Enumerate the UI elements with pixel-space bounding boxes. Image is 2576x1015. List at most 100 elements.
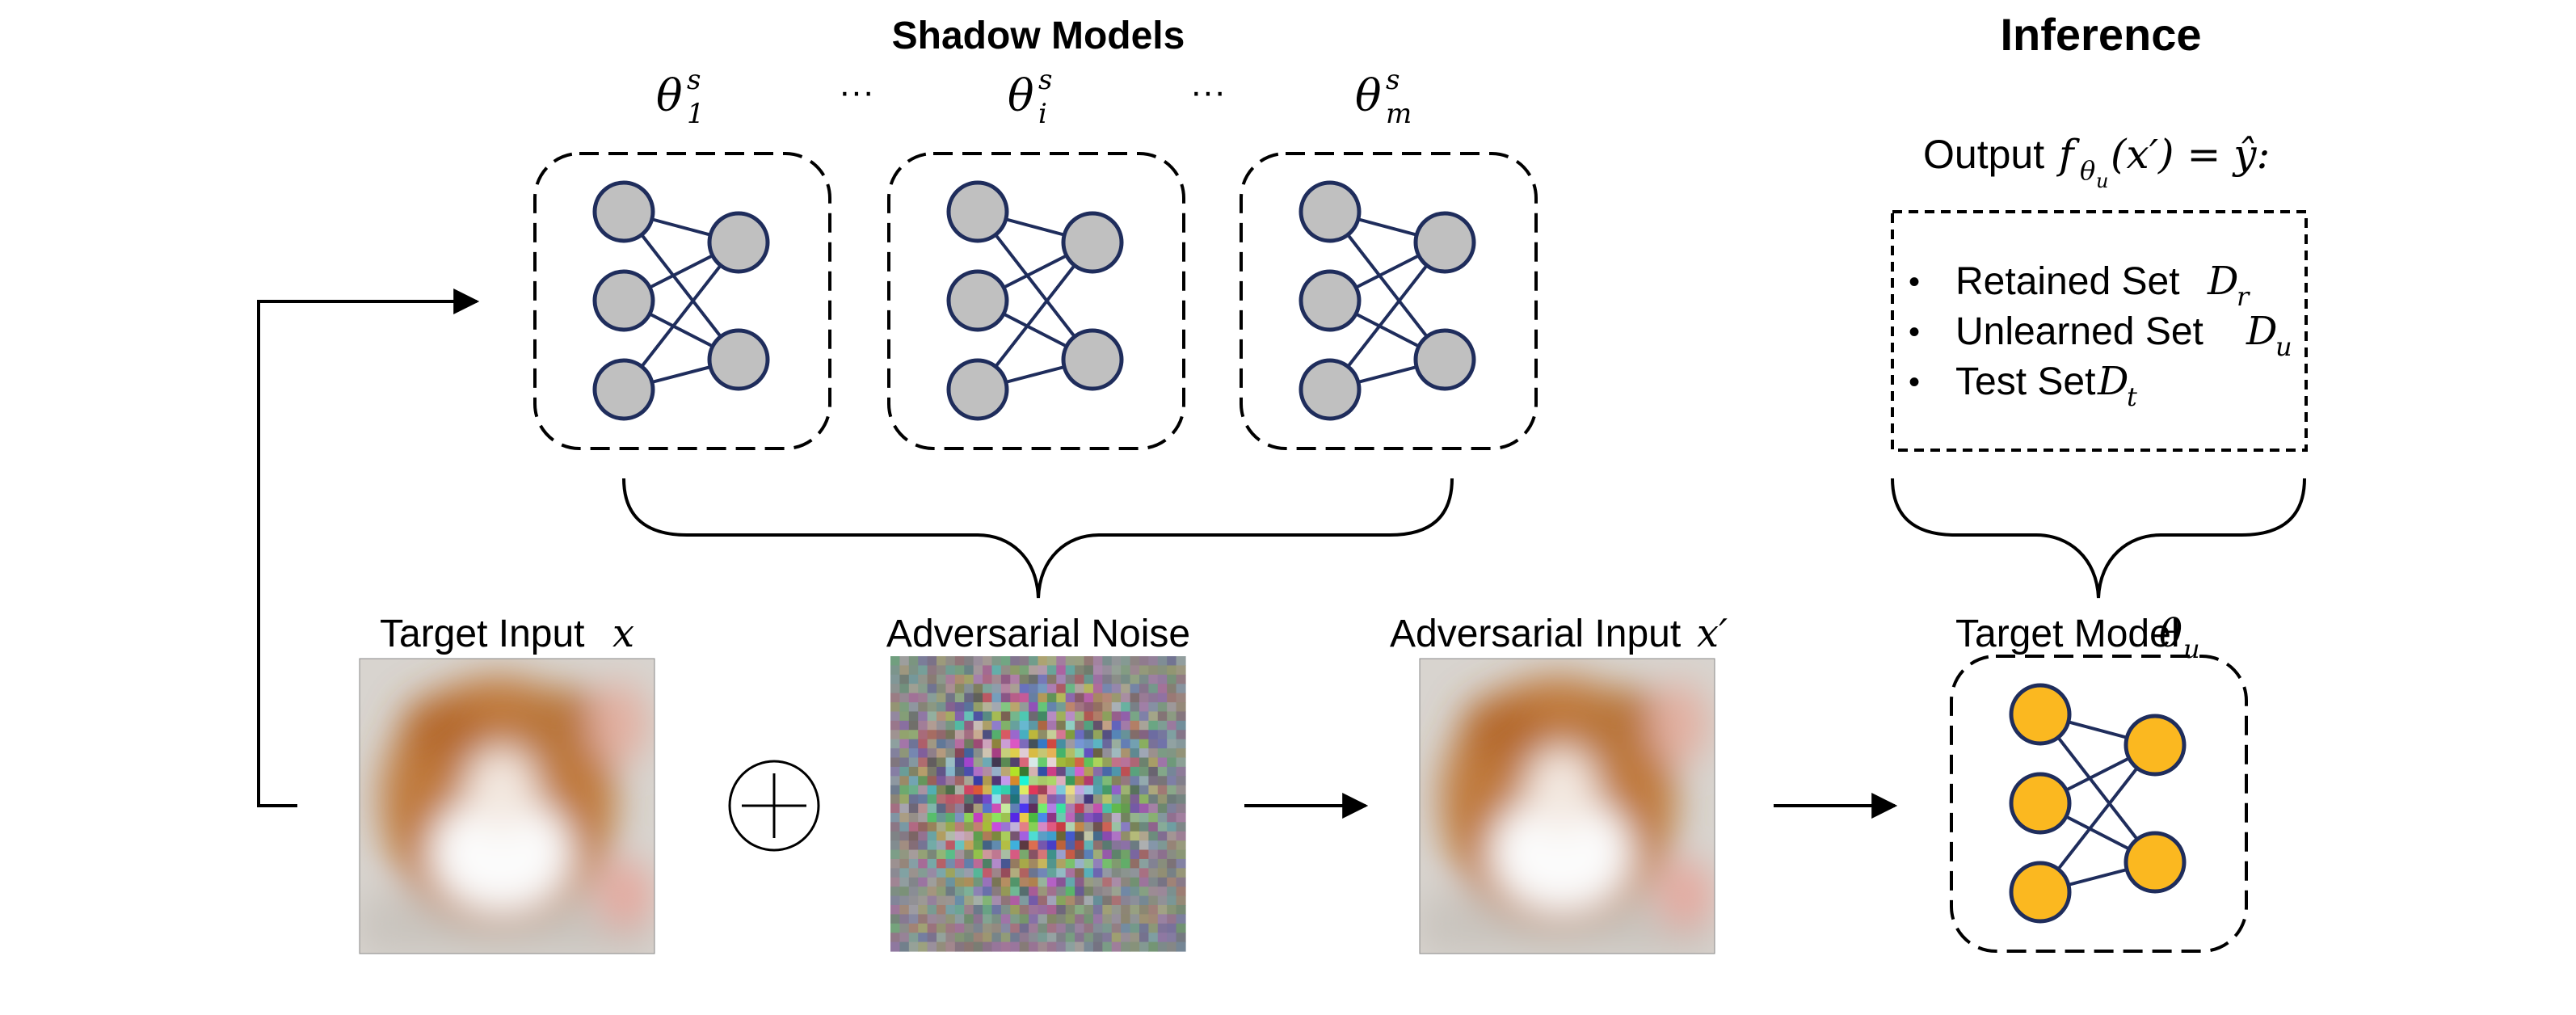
noise-pixel: [1111, 868, 1122, 878]
noise-pixel: [1139, 812, 1149, 823]
noise-pixel: [1139, 877, 1149, 887]
noise-pixel: [1148, 822, 1159, 832]
noise-pixel: [1139, 785, 1149, 795]
noise-pixel: [1176, 887, 1186, 897]
noise-pixel: [1130, 711, 1140, 722]
noise-pixel: [1075, 785, 1085, 795]
noise-pixel: [1084, 693, 1094, 703]
noise-pixel: [1121, 665, 1131, 676]
noise-pixel: [1038, 904, 1048, 915]
noise-pixel: [1139, 895, 1149, 906]
noise-pixel: [1130, 684, 1140, 694]
noise-pixel: [918, 904, 928, 915]
noise-pixel: [899, 766, 910, 777]
noise-pixel: [1148, 720, 1159, 731]
noise-pixel: [1167, 812, 1177, 823]
noise-pixel: [1000, 849, 1011, 860]
adversarial-noise-label: Adversarial Noise: [886, 613, 1190, 655]
noise-pixel: [983, 757, 993, 768]
noise-pixel: [973, 739, 983, 749]
noise-pixel: [1056, 711, 1067, 722]
noise-pixel: [890, 665, 901, 676]
noise-pixel: [991, 858, 1002, 869]
noise-pixel: [1139, 914, 1149, 924]
noise-pixel: [1000, 720, 1011, 731]
noise-pixel: [983, 933, 993, 943]
shadow-brace: [622, 478, 1454, 599]
noise-pixel: [1092, 923, 1103, 933]
noise-pixel: [1084, 849, 1094, 860]
noise-pixel: [991, 941, 1002, 952]
noise-pixel: [1157, 702, 1168, 713]
noise-pixel: [890, 904, 901, 915]
noise-pixel: [1000, 757, 1011, 768]
noise-pixel: [1010, 656, 1021, 667]
noise-pixel: [1084, 674, 1094, 684]
output-item-retained: • Retained Set D r: [1909, 259, 2250, 312]
noise-pixel: [983, 739, 993, 749]
noise-pixel: [964, 748, 974, 759]
noise-pixel: [983, 904, 993, 915]
noise-pixel: [937, 785, 947, 795]
noise-pixel: [890, 748, 901, 759]
noise-pixel: [918, 766, 928, 777]
noise-pixel: [1148, 858, 1159, 869]
noise-pixel: [1084, 941, 1094, 952]
noise-pixel: [1130, 923, 1140, 933]
svg-text:D: D: [2207, 259, 2238, 304]
noise-pixel: [890, 822, 901, 832]
noise-pixel: [991, 757, 1002, 768]
noise-pixel: [1075, 766, 1085, 777]
noise-pixel: [1102, 840, 1113, 851]
noise-pixel: [991, 877, 1002, 887]
noise-pixel: [927, 877, 937, 887]
noise-pixel: [1139, 702, 1149, 713]
svg-text:θ: θ: [656, 70, 683, 121]
noise-pixel: [1084, 720, 1094, 731]
noise-pixel: [908, 822, 919, 832]
output-item-unlearned: • Unlearned Set D u: [1909, 309, 2292, 362]
noise-pixel: [1010, 849, 1021, 860]
noise-pixel: [890, 684, 901, 694]
noise-pixel: [899, 941, 910, 952]
noise-pixel: [1056, 684, 1067, 694]
noise-pixel: [1038, 693, 1048, 703]
noise-pixel: [937, 720, 947, 731]
noise-pixel: [1111, 858, 1122, 869]
noise-pixel: [1029, 739, 1039, 749]
noise-pixel: [991, 849, 1002, 860]
noise-pixel: [1176, 785, 1186, 795]
noise-pixel: [945, 895, 956, 906]
noise-pixel: [945, 933, 956, 943]
noise-pixel: [1092, 941, 1103, 952]
noise-pixel: [1075, 914, 1085, 924]
noise-pixel: [1130, 656, 1140, 667]
noise-pixel: [1139, 656, 1149, 667]
noise-pixel: [1148, 840, 1159, 851]
noise-pixel: [1092, 840, 1103, 851]
noise-pixel: [937, 831, 947, 841]
noise-pixel: [983, 858, 993, 869]
noise-pixel: [945, 665, 956, 676]
noise-pixel: [1139, 933, 1149, 943]
noise-pixel: [1121, 840, 1131, 851]
noise-pixel: [1010, 840, 1021, 851]
noise-pixel: [983, 693, 993, 703]
svg-text:Test Set: Test Set: [1955, 360, 2095, 403]
noise-pixel: [964, 656, 974, 667]
noise-pixel: [954, 858, 965, 869]
noise-pixel: [1176, 914, 1186, 924]
noise-pixel: [945, 766, 956, 777]
noise-pixel: [1019, 895, 1029, 906]
noise-pixel: [1019, 794, 1029, 805]
noise-pixel: [1148, 739, 1159, 749]
noise-pixel: [908, 840, 919, 851]
noise-pixel: [1176, 656, 1186, 667]
noise-pixel: [1148, 812, 1159, 823]
noise-pixel: [918, 822, 928, 832]
noise-pixel: [1092, 868, 1103, 878]
noise-pixel: [1075, 904, 1085, 915]
noise-pixel: [890, 720, 901, 731]
noise-pixel: [1046, 785, 1057, 795]
noise-pixel: [927, 766, 937, 777]
